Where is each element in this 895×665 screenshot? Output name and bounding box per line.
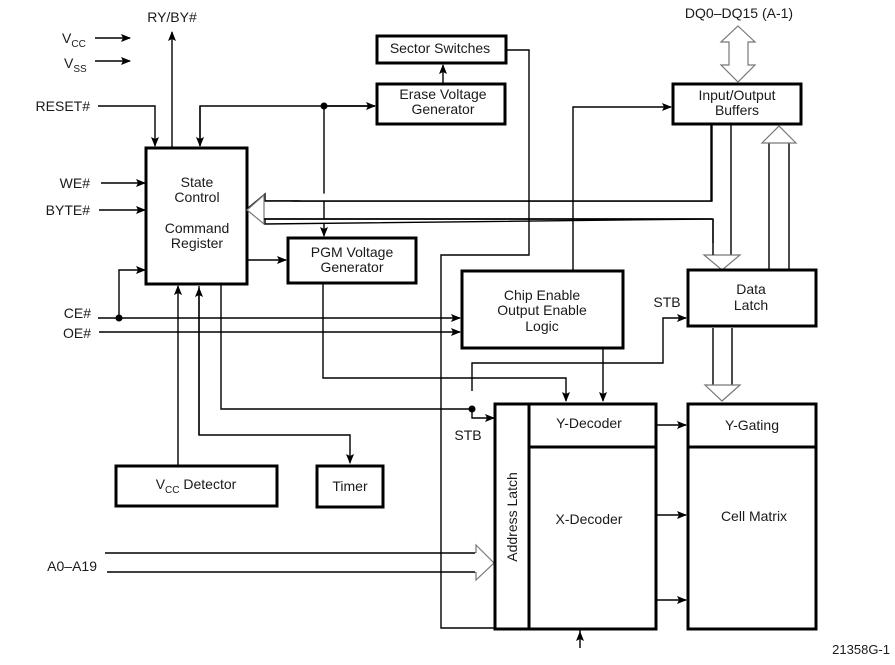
ry-by-label: RY/BY#: [147, 9, 197, 25]
decoder-array-block: [493, 402, 658, 631]
output-enable-label: Output Enable: [497, 302, 587, 318]
erase-voltage-label: Generator: [411, 101, 474, 117]
sector-switches-wire: [440, 49, 580, 629]
address-latch-label: Address Latch: [504, 472, 520, 562]
stb-data-latch-wire: [471, 314, 687, 391]
stb-address-latch-label: STB: [454, 427, 481, 443]
state-control-label: State: [181, 174, 214, 190]
x-decoder-label: X-Decoder: [556, 511, 623, 527]
dq-label: DQ0–DQ15 (A-1): [685, 5, 793, 21]
ce-logic-to-io-wire: [572, 103, 672, 270]
latch-to-ygating-arrowhead: [703, 384, 742, 402]
chip-enable-label: Chip Enable: [504, 287, 580, 303]
stb-data-latch-label: STB: [653, 294, 680, 310]
state-to-stb-wire: [220, 284, 472, 410]
dq-bidirectional-bus: [719, 25, 757, 83]
cell-array-block: [686, 402, 818, 631]
io-buffers-label: Buffers: [715, 102, 759, 118]
erase-voltage-label: Erase Voltage: [399, 86, 486, 102]
io-to-latch-arrowhead: [702, 254, 742, 271]
vcc-label: VCC: [62, 30, 86, 50]
cell-matrix-label: Cell Matrix: [721, 508, 787, 524]
we-label: WE#: [60, 175, 91, 191]
oe-label: OE#: [63, 325, 91, 341]
data-latch-label: Latch: [734, 297, 768, 313]
y-gating-label: Y-Gating: [725, 417, 779, 433]
vss-label: VSS: [64, 55, 87, 75]
internal-bus-arrowhead: [246, 193, 265, 226]
address-label: A0–A19: [47, 558, 97, 574]
state-control-block: [144, 146, 249, 286]
pgm-voltage-label: PGM Voltage: [311, 244, 394, 260]
io-buffers-block: [671, 82, 803, 126]
io-buffers-label: Input/Output: [698, 87, 775, 103]
pgm-voltage-label: Generator: [320, 259, 383, 275]
timer-label: Timer: [332, 478, 368, 494]
vcc-detector-block: [114, 464, 279, 508]
erase-voltage-block: [375, 82, 507, 126]
ce-to-state-wire: [118, 266, 146, 318]
state-control-label: Control: [174, 189, 219, 205]
sector-switches-label: Sector Switches: [390, 40, 490, 56]
y-decoder-label: Y-Decoder: [556, 415, 622, 431]
timer-block: [315, 464, 385, 509]
reset-label: RESET#: [36, 98, 91, 114]
state-to-erase-wire: [199, 105, 375, 146]
ce-label: CE#: [64, 305, 91, 321]
command-register-label: Command: [165, 220, 230, 236]
stb-address-latch-wire: [471, 409, 495, 422]
reset-wire: [98, 105, 159, 147]
byte-label: BYTE#: [46, 202, 91, 218]
internal-bus-top: [246, 125, 712, 211]
ygating-to-io-arrowhead: [760, 125, 798, 144]
address-bus-arrowhead: [475, 543, 495, 582]
data-latch-block: [686, 268, 818, 328]
chip-enable-logic-block: [460, 269, 625, 350]
data-latch-label: Data: [736, 281, 766, 297]
figure-id: 21358G-1: [832, 642, 890, 657]
logic-label: Logic: [525, 318, 558, 334]
command-register-label: Register: [171, 235, 223, 251]
vcc-detector-label: VCC Detector: [156, 476, 237, 496]
pgm-voltage-block: [286, 236, 418, 285]
pgm-to-ydecoder-wire: [322, 283, 570, 402]
